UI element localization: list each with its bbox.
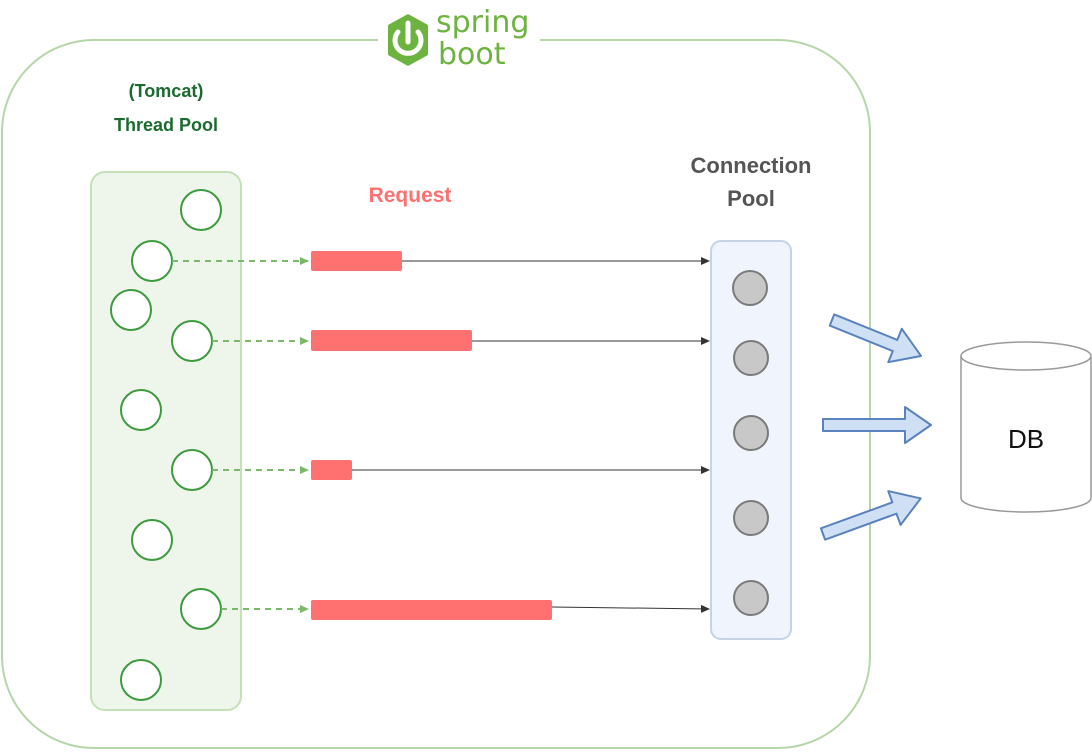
request-bar	[311, 600, 552, 620]
request-bar	[311, 460, 352, 480]
logo-word-spring: spring	[436, 8, 540, 38]
thread-circle	[110, 289, 152, 331]
request-to-pool-arrows	[352, 257, 710, 613]
request-bar	[311, 330, 472, 351]
connection-circle	[733, 415, 769, 451]
thread-circle	[120, 659, 162, 701]
connection-circle	[733, 340, 769, 376]
logo-text-spring: spring	[436, 5, 530, 40]
thread-circle-active	[171, 320, 213, 362]
db-arrows	[819, 313, 932, 541]
thread-circle-active	[171, 449, 213, 491]
db-label: DB	[1007, 424, 1045, 454]
thread-pool-label-line1: (Tomcat)	[128, 81, 204, 101]
thread-circle	[120, 389, 162, 431]
request-label: Request	[368, 184, 452, 207]
thread-circle-active	[180, 588, 222, 630]
thread-circle	[131, 519, 173, 561]
database-icon	[960, 341, 1092, 513]
connection-circle	[733, 580, 769, 616]
connection-pool-label-line1: Connection	[690, 153, 812, 178]
thread-circle-active	[131, 240, 173, 282]
connection-pool-label-line2: Pool	[727, 186, 775, 211]
logo-text-boot: boot	[438, 37, 506, 72]
thread-circle	[180, 189, 222, 231]
request-arrow	[551, 604, 710, 613]
request-bar	[311, 251, 402, 271]
connection-circle	[733, 500, 769, 536]
request-bars	[311, 251, 552, 620]
block-arrow	[819, 490, 922, 541]
logo-word-boot: boot	[438, 40, 542, 70]
thread-to-request-arrows	[172, 257, 309, 613]
connection-circle	[732, 270, 768, 306]
block-arrow	[828, 313, 923, 364]
thread-pool-label-line2: Thread Pool	[113, 115, 218, 135]
connection-list	[732, 270, 769, 616]
block-arrow	[822, 406, 932, 444]
power-icon	[388, 14, 428, 66]
